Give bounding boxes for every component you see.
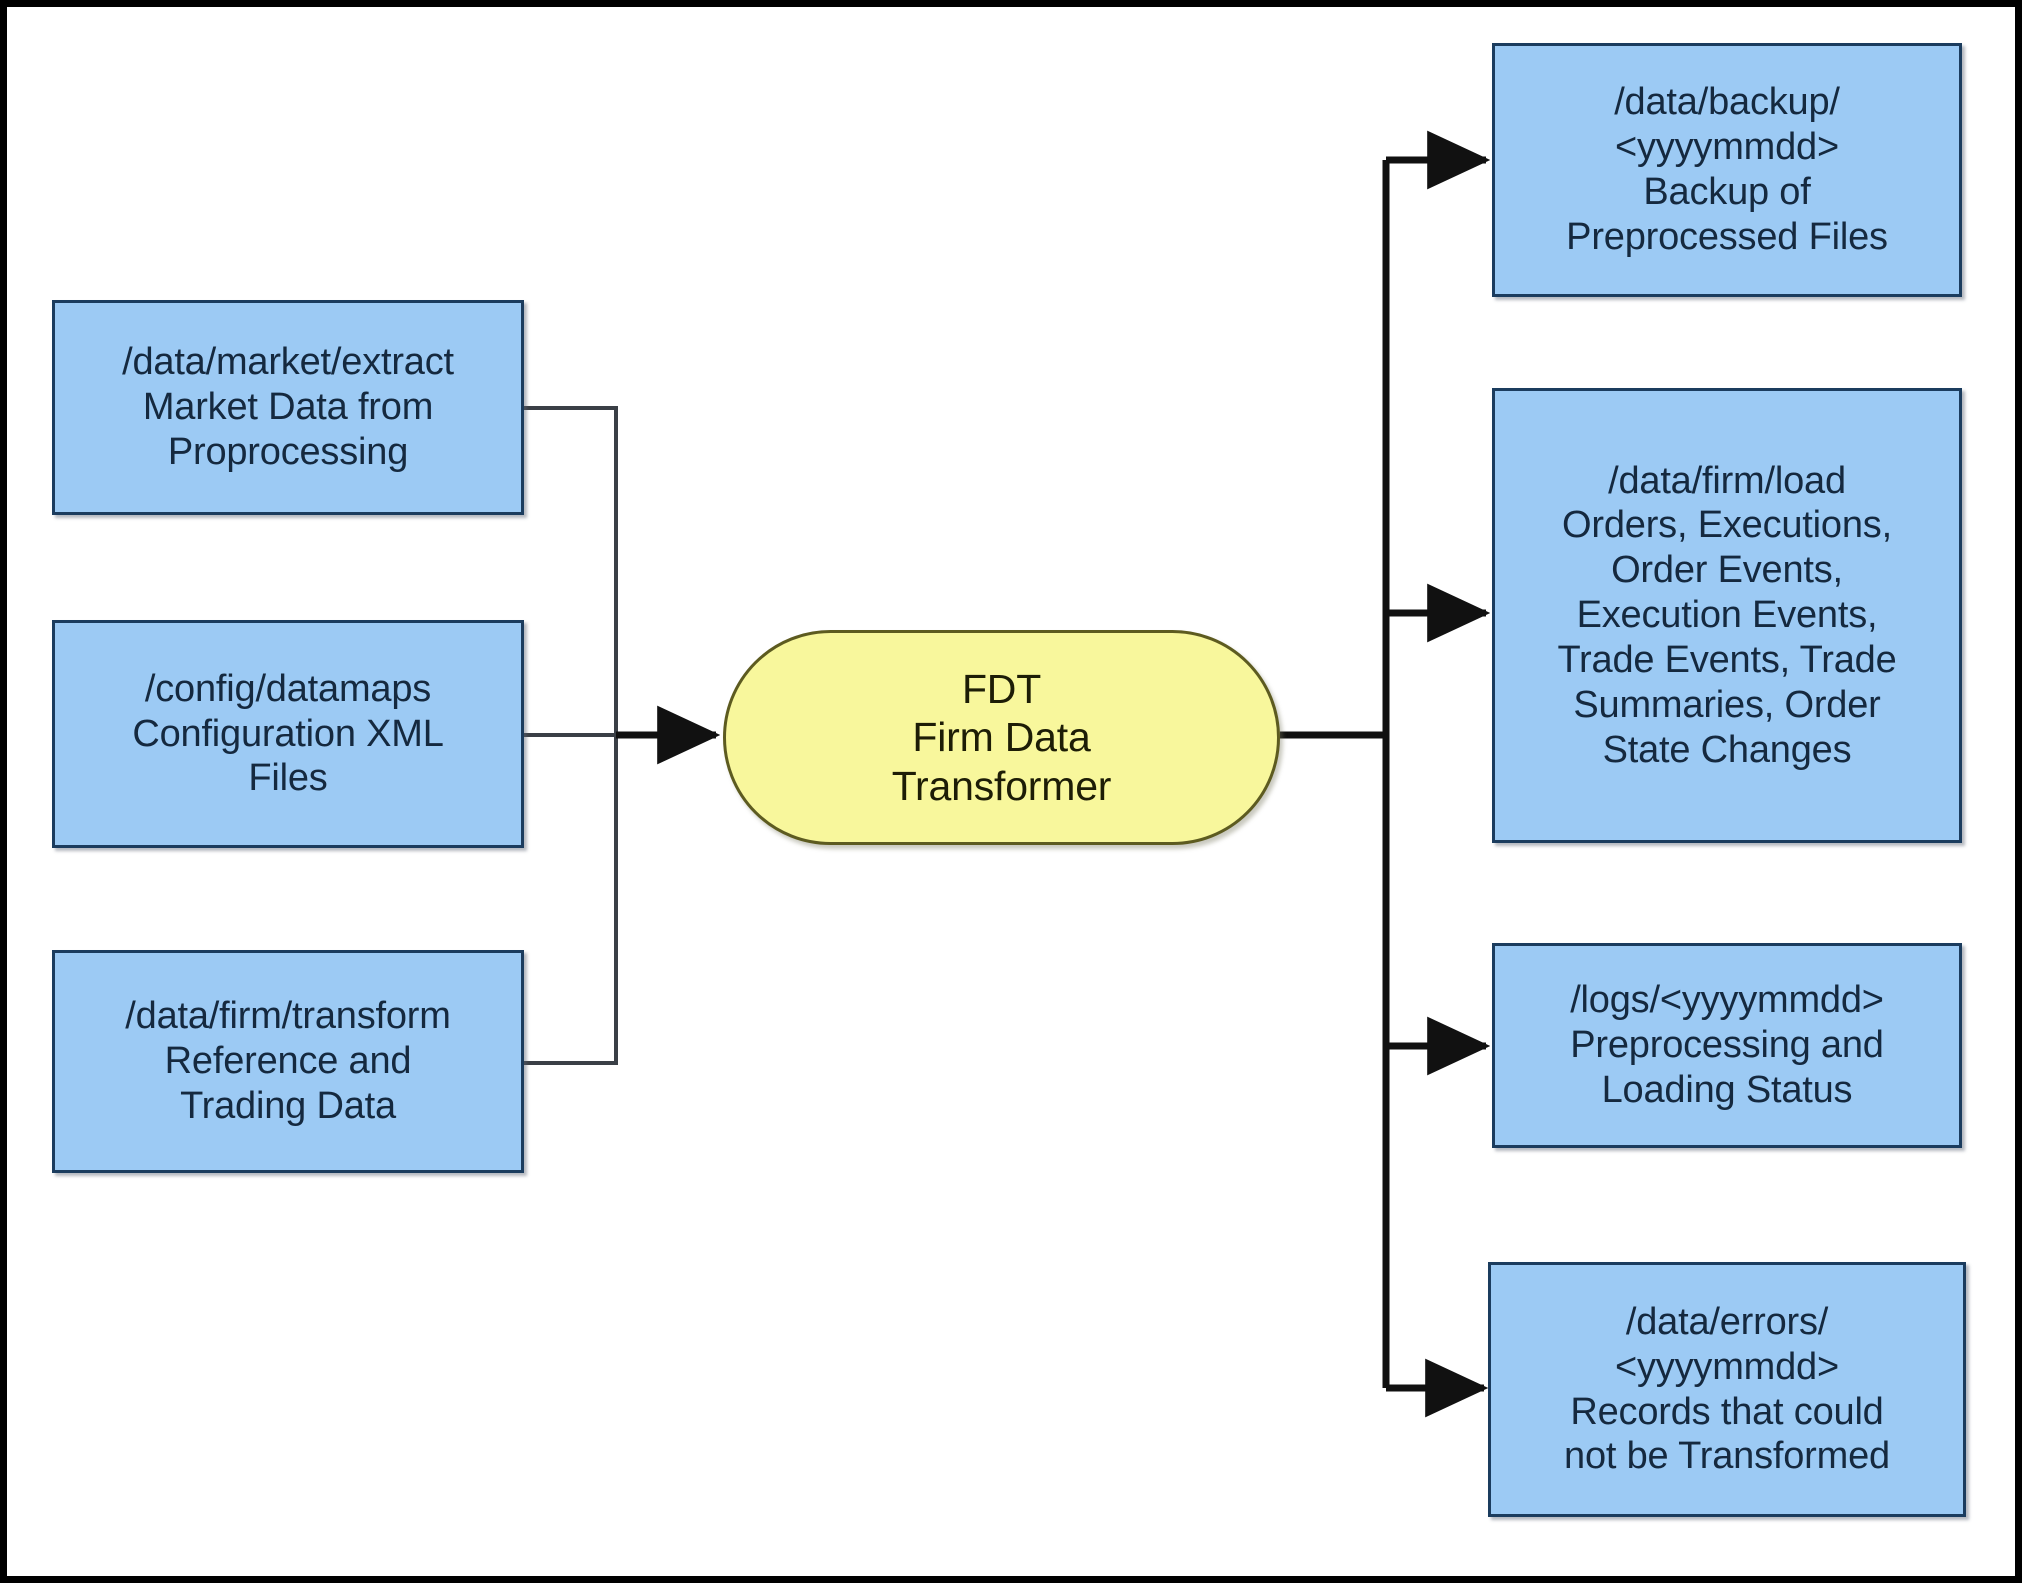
node-path: /data/errors/	[1625, 1300, 1829, 1343]
node-config-datamaps-input[interactable]: /config/datamaps Configuration XML Files	[52, 620, 524, 848]
node-description-line: Records that could	[1570, 1390, 1884, 1433]
node-date-token: <yyyymmdd>	[1615, 126, 1839, 169]
node-description-line: Backup of	[1643, 171, 1811, 213]
node-fdt-process[interactable]: FDT Firm Data Transformer	[723, 630, 1280, 845]
node-description-line: Proprocessing	[167, 430, 409, 473]
node-description-line: Summaries, Order	[1573, 683, 1881, 726]
node-description-line: Configuration XML	[132, 712, 444, 755]
process-line: Firm Data	[912, 714, 1091, 761]
node-description-line: Market Data from	[142, 386, 434, 429]
node-description-line: Trade Events, Trade	[1557, 638, 1897, 681]
node-path: /data/firm/transform	[125, 995, 451, 1038]
node-path: /data/firm/load	[1608, 459, 1846, 502]
node-path: /logs/<yyyymmdd>	[1570, 979, 1884, 1022]
node-logs-output[interactable]: /logs/<yyyymmdd> Preprocessing and Loadi…	[1492, 943, 1962, 1148]
node-description-line: Reference and	[164, 1040, 412, 1083]
node-description-line: Loading Status	[1601, 1068, 1853, 1111]
node-description-line: Execution Events,	[1576, 594, 1878, 637]
node-description-line: Orders, Executions,	[1562, 504, 1892, 547]
node-date-token: <yyyymmdd>	[1615, 1345, 1839, 1388]
node-description-line: Files	[248, 757, 328, 800]
node-path: /data/market/extract	[122, 341, 454, 384]
node-description-line: Order Events,	[1611, 549, 1843, 592]
node-backup-output[interactable]: /data/backup/ <yyyymmdd> Backup of Prepr…	[1492, 43, 1962, 297]
node-errors-output[interactable]: /data/errors/ <yyyymmdd> Records that co…	[1488, 1262, 1966, 1517]
node-description-line: Preprocessed Files	[1566, 215, 1888, 258]
node-firm-transform-input[interactable]: /data/firm/transform Reference and Tradi…	[52, 950, 524, 1173]
node-firm-load-output[interactable]: /data/firm/load Orders, Executions, Orde…	[1492, 388, 1962, 843]
node-path: /config/datamaps	[144, 667, 432, 710]
node-description-line: Preprocessing and	[1570, 1024, 1884, 1067]
node-description-line: not be Transformed	[1564, 1435, 1890, 1478]
process-line: Transformer	[891, 762, 1112, 809]
node-description-line: Trading Data	[180, 1084, 396, 1127]
node-description-line: State Changes	[1602, 728, 1852, 771]
node-market-extract-input[interactable]: /data/market/extract Market Data from Pr…	[52, 300, 524, 515]
process-line: FDT	[961, 665, 1042, 712]
node-path: /data/backup/	[1614, 81, 1840, 124]
